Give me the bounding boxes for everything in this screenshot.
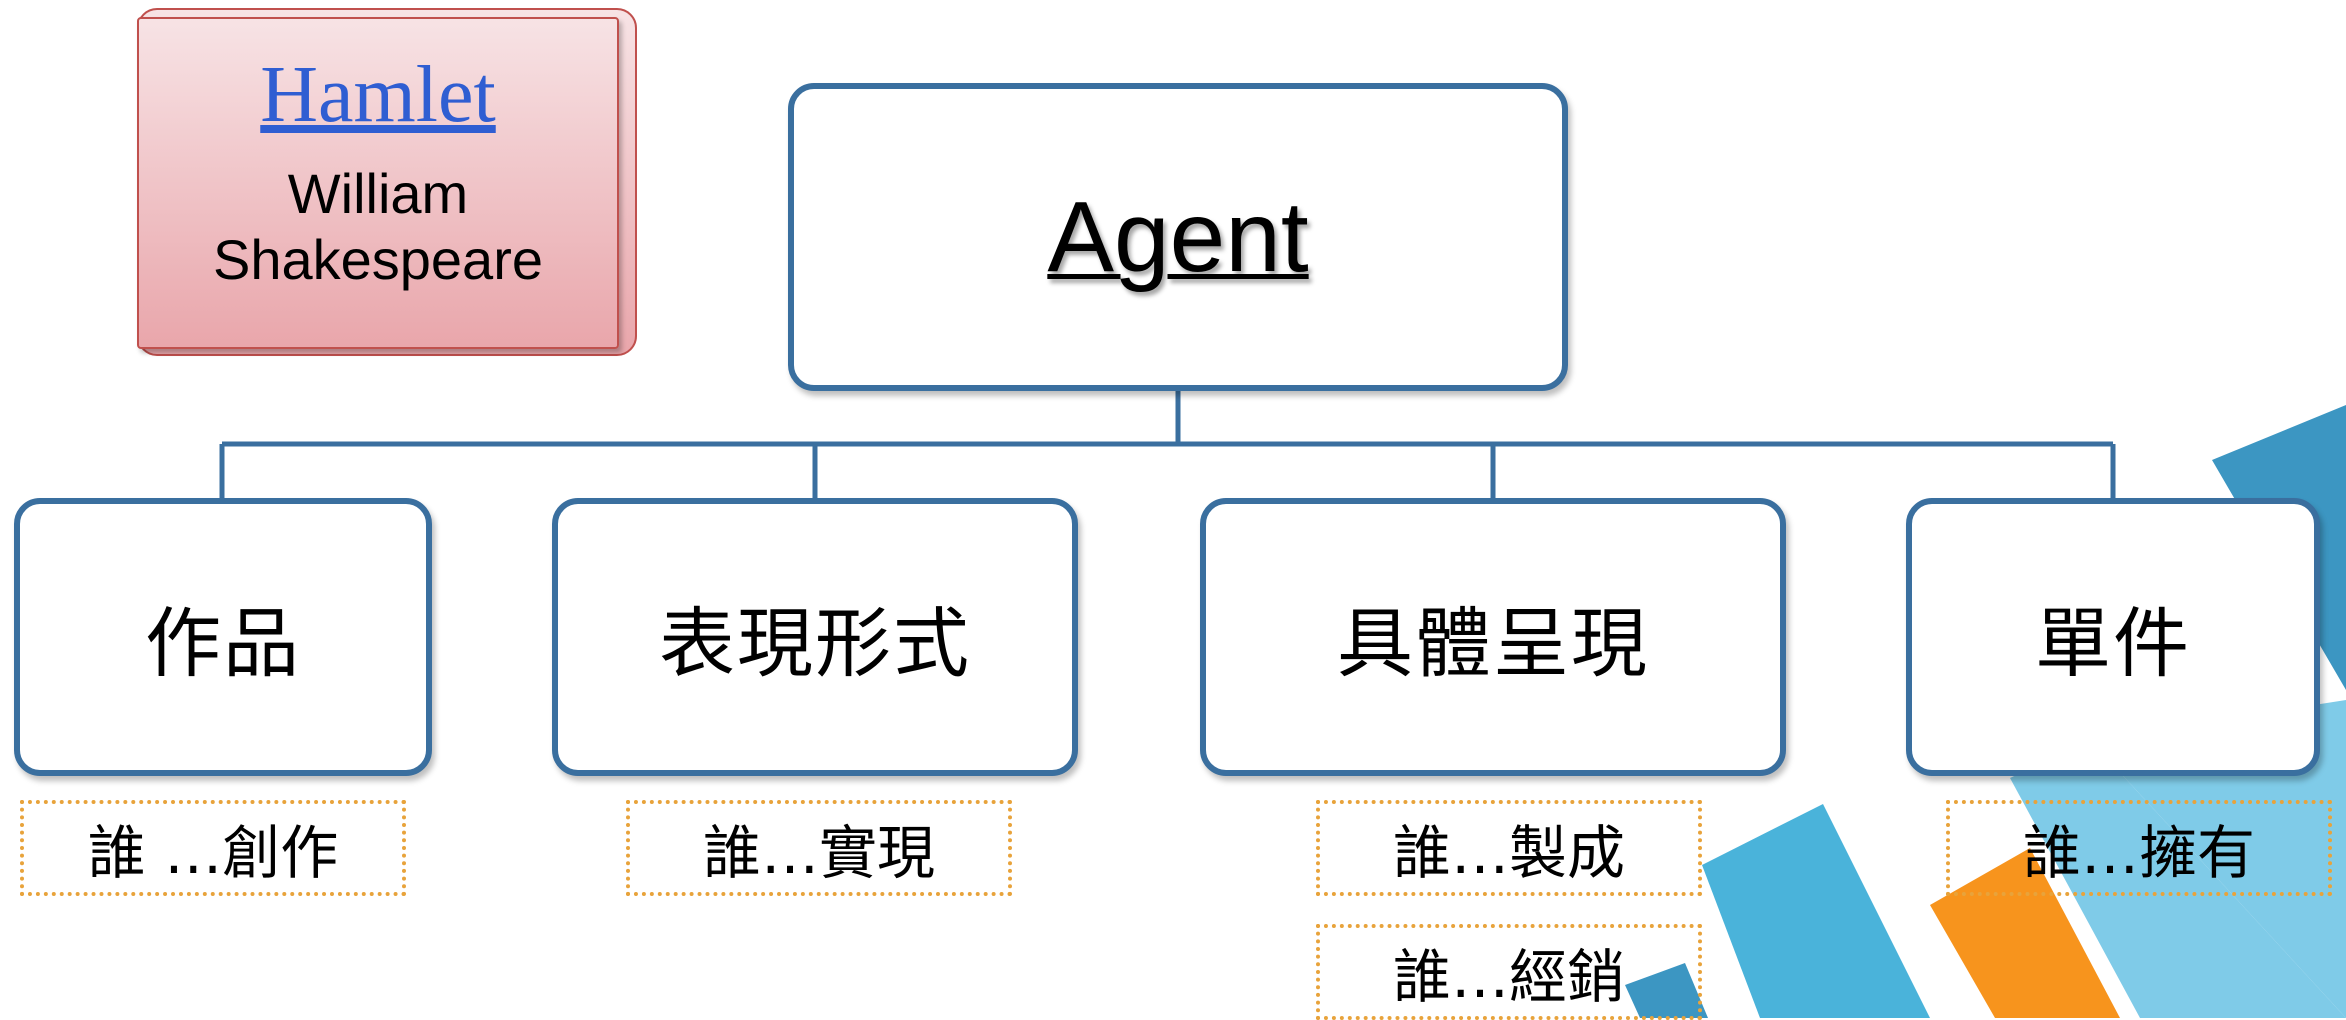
- entity-label-manifestation: 具體呈現: [1337, 599, 1649, 688]
- entity-label-item: 單件: [2035, 599, 2191, 688]
- hamlet-card: Hamlet William Shakespeare: [137, 17, 619, 349]
- author-name: William Shakespeare: [213, 161, 543, 293]
- role-label-produced: 誰…製成: [1316, 800, 1702, 896]
- role-label-owned: 誰…擁有: [1946, 800, 2332, 896]
- stripe-orange: [1930, 848, 2120, 1018]
- entity-node-work: 作品: [14, 498, 432, 776]
- hamlet-title-link[interactable]: Hamlet: [260, 51, 496, 139]
- agent-node: Agent: [788, 83, 1568, 391]
- stripe-blue: [1702, 804, 1930, 1018]
- stripe-light-blue-edge: [2090, 700, 2346, 1018]
- author-line-2: Shakespeare: [212, 228, 543, 291]
- role-label-realized: 誰…實現: [626, 800, 1012, 896]
- entity-label-expression: 表現形式: [659, 599, 971, 688]
- author-line-1: William: [287, 162, 469, 225]
- role-label-created: 誰 …創作: [20, 800, 406, 896]
- entity-node-expression: 表現形式: [552, 498, 1078, 776]
- entity-label-work: 作品: [145, 599, 301, 688]
- entity-node-manifestation: 具體呈現: [1200, 498, 1786, 776]
- entity-node-item: 單件: [1906, 498, 2320, 776]
- role-label-distributed: 誰…經銷: [1316, 924, 1702, 1020]
- agent-label: Agent: [1047, 180, 1309, 293]
- stripe-light-blue: [2010, 740, 2346, 1018]
- stripe-small-blue: [1625, 963, 1708, 1018]
